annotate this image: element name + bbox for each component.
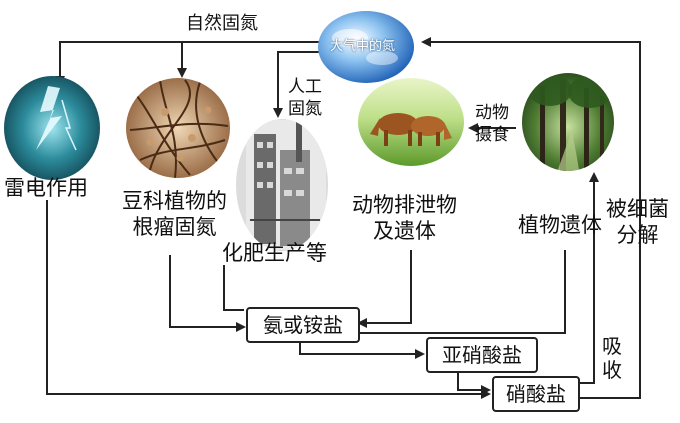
label-absorption: 吸 收 (600, 334, 624, 382)
label-lightning: 雷电作用 (4, 176, 88, 200)
label-absorb-char2: 收 (602, 358, 622, 382)
box-ammonia: 氨或铵盐 (246, 307, 360, 343)
label-artificial-line2: 固氮 (288, 99, 322, 119)
arrow-nodule-to-ammonia (169, 255, 246, 332)
label-animal-line1: 动物 (475, 103, 509, 123)
atmosphere-globe (318, 11, 414, 83)
arrow-lightning-to-nitrate (46, 200, 491, 399)
label-bacteria-line1: 被细菌 (606, 197, 669, 221)
label-animal-feeding: 动物 摄食 (475, 102, 509, 146)
arrow-bacteria-decomposition (421, 37, 641, 399)
label-fertilizer: 化肥生产等 (222, 241, 327, 265)
label-excreta-line2: 及遗体 (373, 219, 436, 243)
lightning-photo (4, 76, 100, 180)
label-artificial-line1: 人工 (288, 77, 322, 97)
factory-photo (236, 119, 328, 251)
arrow-nitrite-to-nitrate (457, 371, 491, 395)
label-plant-remains: 植物遗体 (518, 213, 602, 237)
label-atmosphere: 大气中的氮 (330, 39, 396, 54)
label-legume-fixation: 豆科植物的 根瘤固氮 (122, 188, 227, 240)
forest-photo (522, 73, 614, 171)
box-nitrite: 亚硝酸盐 (426, 337, 538, 373)
arrow-ammonia-to-nitrite (299, 341, 425, 359)
root-nodule-photo (126, 78, 230, 178)
arrow-absorption (578, 172, 599, 384)
label-natural-fixation: 自然固氮 (186, 13, 258, 34)
label-bacteria-line2: 分解 (616, 223, 659, 247)
arrow-excreta-to-ammonia (357, 250, 412, 328)
arrow-remains-to-ammonia (359, 250, 566, 334)
label-excreta: 动物排泄物 及遗体 (352, 192, 457, 244)
label-legume-line2: 根瘤固氮 (132, 215, 217, 239)
label-excreta-line1: 动物排泄物 (352, 193, 457, 217)
label-animal-line2: 摄食 (475, 125, 509, 145)
arrow-to-lightning (55, 41, 320, 86)
box-nitrate: 硝酸盐 (492, 376, 580, 412)
label-legume-line1: 豆科植物的 (122, 189, 227, 213)
label-bacteria-decomposition: 被细菌 分解 (606, 196, 669, 248)
cattle-photo (358, 78, 464, 166)
label-absorb-char1: 吸 (602, 334, 622, 358)
label-artificial-fixation: 人工 固氮 (288, 76, 322, 120)
arrow-fertilizer-to-ammonia (223, 265, 244, 311)
